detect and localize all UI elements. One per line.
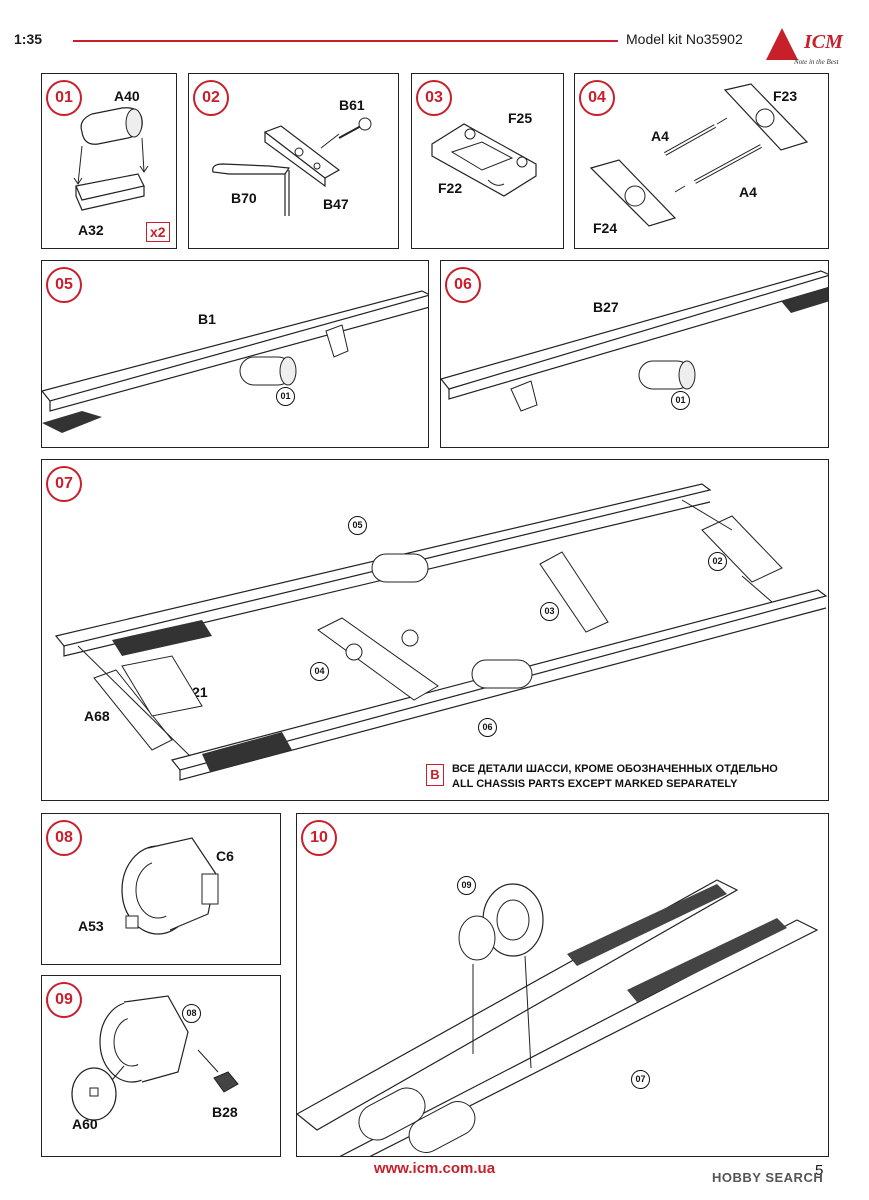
ref-step-08: 08 bbox=[182, 1004, 201, 1023]
step-06-number: 06 bbox=[445, 267, 481, 303]
part-label-b1: B1 bbox=[198, 311, 216, 327]
step-09-number: 09 bbox=[46, 982, 82, 1018]
part-label-f24: F24 bbox=[593, 220, 618, 236]
ref-step-02: 02 bbox=[708, 552, 727, 571]
step-04-number: 04 bbox=[579, 80, 615, 116]
chassis-rear-drawing bbox=[297, 879, 819, 1156]
part-label-a4-upper: A4 bbox=[651, 128, 669, 144]
part-label-a68: A68 bbox=[84, 708, 110, 724]
part-label-a4-lower: A4 bbox=[739, 184, 757, 200]
part-label-b61: B61 bbox=[339, 97, 365, 113]
ref-step-01: 01 bbox=[276, 387, 295, 406]
part-label-c6: C6 bbox=[216, 848, 234, 864]
scale-label: 1:35 bbox=[14, 31, 43, 47]
step-08-panel: 08 C6 A53 bbox=[41, 813, 281, 965]
ref-step-03: 03 bbox=[540, 602, 559, 621]
page-number: 5 bbox=[815, 1162, 824, 1179]
hub-cap-drawing bbox=[71, 995, 239, 1121]
step-05-number: 05 bbox=[46, 267, 82, 303]
svg-text:ICM: ICM bbox=[803, 31, 844, 53]
part-label-f22: F22 bbox=[438, 180, 463, 196]
step-10-panel: 10 09 07 bbox=[296, 813, 829, 1157]
part-label-a40: A40 bbox=[114, 88, 140, 104]
hobby-search-watermark: HOBBY SEARCH bbox=[712, 1170, 824, 1185]
footer-url[interactable]: www.icm.com.ua bbox=[373, 1160, 496, 1177]
part-label-b70: B70 bbox=[231, 190, 257, 206]
note-b-badge: B bbox=[426, 764, 444, 786]
part-label-b27: B27 bbox=[593, 299, 619, 315]
part-label-f25: F25 bbox=[508, 110, 533, 126]
tank-drawing bbox=[73, 107, 149, 211]
chassis-assembly-drawing bbox=[54, 483, 828, 781]
step-05-panel: 05 B1 01 bbox=[41, 260, 429, 448]
note-english: ALL CHASSIS PARTS EXCEPT MARKED SEPARATE… bbox=[452, 778, 738, 790]
step-01-number: 01 bbox=[46, 80, 82, 116]
note-russian: ВСЕ ДЕТАЛИ ШАССИ, КРОМЕ ОБОЗНАЧЕННЫХ ОТД… bbox=[452, 763, 778, 775]
ref-step-09: 09 bbox=[457, 876, 476, 895]
bracket-drawing bbox=[212, 117, 372, 216]
part-label-f23: F23 bbox=[773, 88, 798, 104]
ref-step-04: 04 bbox=[310, 662, 329, 681]
frame-rail-right-drawing bbox=[441, 270, 828, 412]
multiplier-badge: x2 bbox=[146, 222, 170, 242]
step-04-panel: 04 F23 A4 A4 F24 bbox=[574, 73, 829, 249]
kit-number: Model kit No35902 bbox=[626, 31, 743, 47]
ref-step-07: 07 bbox=[631, 1070, 650, 1089]
part-label-a53: A53 bbox=[78, 918, 104, 934]
step-03-number: 03 bbox=[416, 80, 452, 116]
step-06-panel: 06 B27 01 bbox=[440, 260, 829, 448]
step-07-panel: 07 05 02 03 04 06 C21 A68 B ВСЕ ДЕТАЛИ Ш… bbox=[41, 459, 829, 801]
step-10-number: 10 bbox=[301, 820, 337, 856]
ref-step-06: 06 bbox=[478, 718, 497, 737]
step-08-number: 08 bbox=[46, 820, 82, 856]
crossmember-drawing bbox=[589, 83, 809, 227]
step-02-panel: 02 B61 B70 B47 bbox=[188, 73, 399, 249]
ref-step-05: 05 bbox=[348, 516, 367, 535]
header-rule bbox=[73, 40, 618, 42]
step-09-panel: 09 08 A60 B28 bbox=[41, 975, 281, 1157]
step-03-panel: 03 F25 F22 bbox=[411, 73, 564, 249]
step-07-number: 07 bbox=[46, 466, 82, 502]
ref-step-01: 01 bbox=[671, 391, 690, 410]
part-label-a32: A32 bbox=[78, 222, 104, 238]
svg-text:Note in the Best: Note in the Best bbox=[793, 58, 840, 66]
step-02-number: 02 bbox=[193, 80, 229, 116]
icm-logo: ICM Note in the Best bbox=[766, 28, 844, 66]
part-label-b47: B47 bbox=[323, 196, 349, 212]
part-label-b28: B28 bbox=[212, 1104, 238, 1120]
plate-drawing bbox=[431, 123, 537, 197]
step-01-panel: 01 A40 A32 x2 bbox=[41, 73, 177, 249]
wheel-hub-drawing bbox=[121, 837, 219, 935]
frame-rail-left-drawing bbox=[42, 290, 428, 433]
